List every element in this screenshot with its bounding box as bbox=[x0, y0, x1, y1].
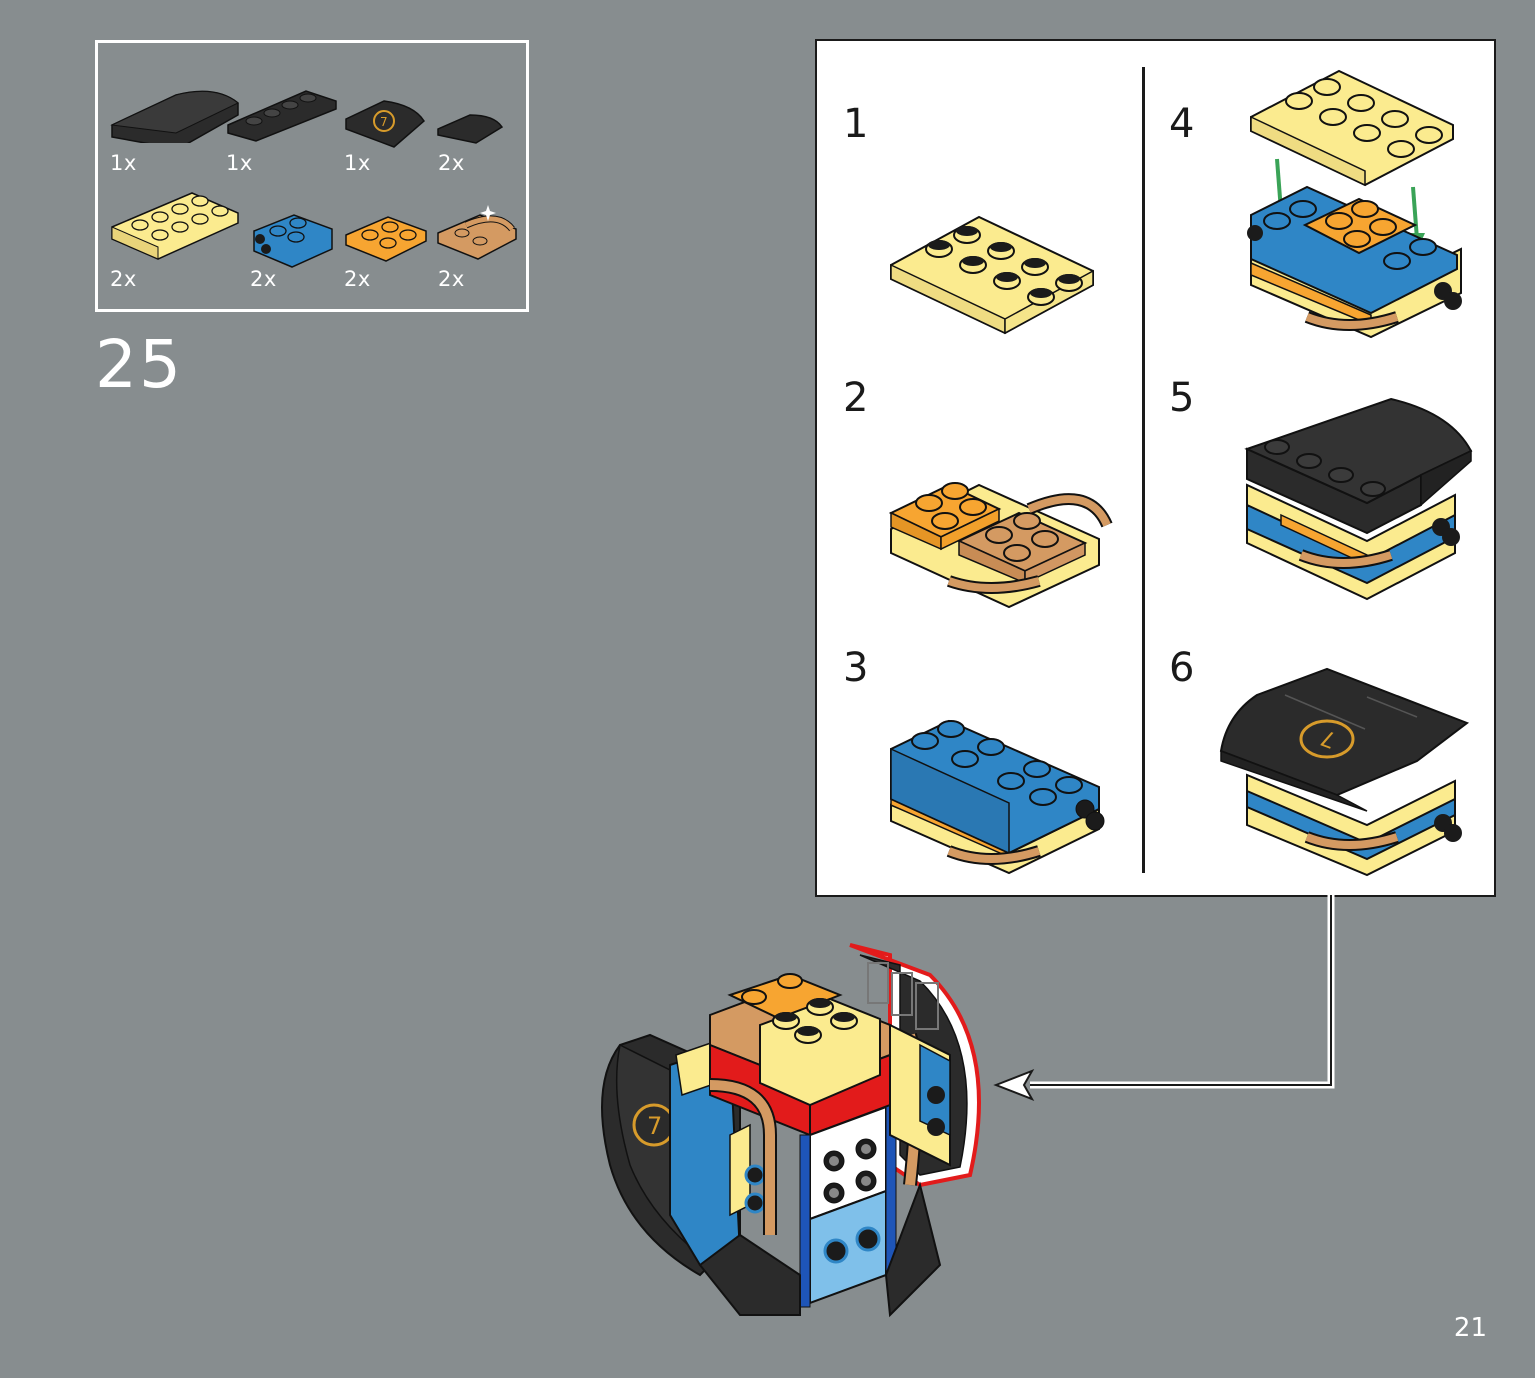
part-qty: 2x bbox=[344, 267, 371, 291]
callout-divider bbox=[1142, 67, 1145, 873]
substep-3-illustration bbox=[890, 719, 1105, 875]
substep-number: 2 bbox=[843, 375, 869, 421]
svg-text:7: 7 bbox=[647, 1112, 662, 1140]
substep-number: 3 bbox=[843, 645, 869, 691]
callout-connector-arrow bbox=[993, 895, 1335, 1101]
substep-2-illustration bbox=[889, 482, 1113, 609]
part-qty: 2x bbox=[250, 267, 277, 291]
part-nougat-plate-bar-handle bbox=[436, 199, 546, 319]
substep-1-illustration bbox=[890, 215, 1094, 335]
part-qty: 1x bbox=[344, 151, 371, 175]
substep-number: 5 bbox=[1169, 375, 1195, 421]
part-blue-brick-side-studs bbox=[248, 203, 358, 323]
substep-number: 4 bbox=[1169, 101, 1195, 147]
page-number: 21 bbox=[1453, 1313, 1487, 1343]
part-orange-plate-2x2 bbox=[344, 207, 454, 327]
subassembly-callout: 1 2 3 4 5 6 bbox=[815, 39, 1496, 897]
part-yellow-plate-2x4 bbox=[110, 183, 239, 303]
part-black-curved-slope-1x2 bbox=[436, 107, 546, 227]
substep-number: 6 bbox=[1169, 645, 1195, 691]
part-qty: 1x bbox=[110, 151, 137, 175]
part-black-plate-1x4 bbox=[226, 83, 337, 203]
substep-4-illustration bbox=[1247, 69, 1462, 339]
substep-number: 1 bbox=[843, 101, 869, 147]
part-qty: 2x bbox=[110, 267, 137, 291]
step-number: 25 bbox=[95, 326, 183, 403]
svg-text:7: 7 bbox=[380, 115, 388, 129]
part-qty: 1x bbox=[226, 151, 253, 175]
part-black-curved-slope-2x4 bbox=[108, 63, 239, 183]
part-qty: 2x bbox=[438, 267, 465, 291]
part-black-curved-tile-printed: 7 bbox=[344, 93, 454, 213]
parts-list-box: 1x 1x 7 1x 2x bbox=[95, 40, 529, 312]
part-qty: 2x bbox=[438, 151, 465, 175]
substep-6-illustration: 7 bbox=[1219, 667, 1470, 877]
substep-5-illustration bbox=[1244, 397, 1473, 601]
main-model-illustration: 7 bbox=[601, 943, 981, 1318]
